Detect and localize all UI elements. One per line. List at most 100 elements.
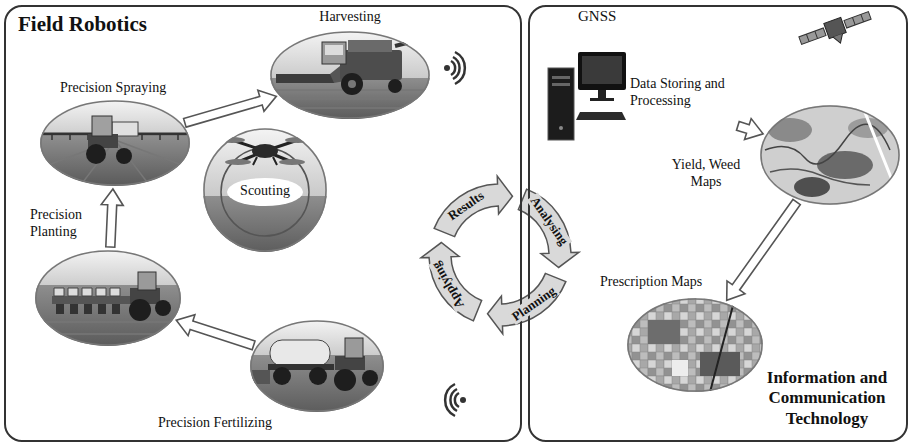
flow-arrow <box>101 189 123 247</box>
computer-icon-part <box>590 98 614 101</box>
planter-photo-part <box>56 304 120 314</box>
drone-photo-part <box>253 157 277 165</box>
map-node: Yield, Weed Maps <box>760 105 900 205</box>
computer-icon-part <box>559 126 563 130</box>
ellipse-outline <box>761 106 899 204</box>
satellite-icon-part <box>833 34 845 45</box>
photo-node: Precision Fertilizing <box>250 320 384 412</box>
fertilizer-photo-part <box>362 370 378 386</box>
flow-arrow-shape <box>737 119 764 140</box>
satellite-icon-part <box>824 17 846 38</box>
ellipse-outline <box>36 251 180 345</box>
drone-photo-part <box>252 144 278 158</box>
harvester-photo-part <box>276 74 334 83</box>
ellipse-outline <box>250 320 384 412</box>
cycle-step-label: Analysing <box>526 192 572 249</box>
cycle-step-label: Applying <box>428 257 468 312</box>
yield-map-image-part <box>760 105 900 205</box>
computer-icon-part <box>548 68 574 140</box>
ellipse-outline <box>251 321 383 411</box>
yield-map-image-part <box>862 105 900 200</box>
drone-photo-part <box>225 159 251 165</box>
computer-icon-part <box>552 76 570 79</box>
fertilizer-photo-part <box>309 367 327 385</box>
panel-heading: Field Robotics <box>18 12 147 37</box>
cycle-arrows <box>421 176 579 334</box>
computer-icon-part <box>578 52 626 90</box>
flow-arrow-shape <box>176 315 255 350</box>
fertilizer-photo-part <box>273 367 291 385</box>
wireless-symbol-part <box>444 65 450 71</box>
yield-map-image-part <box>770 169 870 185</box>
harvester-photo-part <box>270 78 430 120</box>
wireless-symbol-part <box>451 52 465 84</box>
yield-map-image-part <box>768 118 812 142</box>
photo-node: Precision Planting <box>35 250 181 346</box>
planter-photo-part <box>35 285 181 347</box>
ellipse-outline <box>627 298 763 392</box>
cycle-step-label: Results <box>443 187 488 224</box>
ellipse-outline <box>271 32 429 118</box>
harvester-photo-part <box>348 40 392 52</box>
prescription-map-image-part <box>672 360 688 376</box>
fertilizer-photo-part <box>250 355 384 415</box>
photo-caption: Precision Planting <box>30 207 102 241</box>
wireless-symbol-part <box>445 384 459 416</box>
flow-arrow-shape <box>101 189 123 247</box>
planter-photo-part <box>54 288 120 296</box>
wireless-symbol-part <box>460 397 466 403</box>
prescription-map-image-part <box>648 320 680 344</box>
planter-photo-part <box>138 272 156 290</box>
yield-map-image-part <box>817 151 873 179</box>
planter-photo-part <box>129 299 151 321</box>
prescription-map-image-part <box>627 298 763 392</box>
planter-photo-part <box>35 322 181 334</box>
panel-heading: Information and Communication Technology <box>752 368 902 429</box>
flow-arrow <box>184 90 277 127</box>
computer-icon-part <box>582 56 622 84</box>
photo-caption: Harvesting <box>270 9 430 26</box>
harvester-photo-part <box>348 80 356 88</box>
sprayer-photo-part <box>92 116 112 136</box>
photo-caption: Precision Spraying <box>60 80 166 97</box>
photo-caption: Precision Fertilizing <box>158 415 272 432</box>
cycle-arrows-part <box>434 176 512 237</box>
region-panel: Data Storing and ProcessingYield, Weed M… <box>528 5 908 442</box>
planter-photo-part <box>35 250 181 290</box>
sprayer-photo-part <box>116 148 132 164</box>
cycle-arrows-part <box>421 243 482 321</box>
computer-icon-part <box>552 83 570 86</box>
prescription-map-image <box>627 298 763 392</box>
harvester-photo-part <box>341 73 363 95</box>
drone-photo <box>203 128 327 256</box>
flow-arrow <box>727 199 801 300</box>
node-caption: Data Storing and Processing <box>630 76 730 110</box>
computer-node: Data Storing and Processing <box>545 45 735 145</box>
photo-node: Harvesting <box>270 31 430 119</box>
photo-node: Precision Spraying <box>40 100 190 186</box>
flow-arrow-shape <box>184 90 277 127</box>
fertilizer-photo-part <box>334 369 356 391</box>
ellipse-outline <box>760 105 900 205</box>
map-caption: Prescription Maps <box>600 274 702 291</box>
harvester-photo-part <box>325 45 343 55</box>
system-label: GNSS <box>578 8 616 25</box>
computer-icon <box>548 52 626 140</box>
computer-icon-part <box>598 90 606 98</box>
planter-photo-part <box>52 296 130 304</box>
flow-arrow <box>737 119 764 140</box>
harvester-photo-part <box>388 79 402 93</box>
wireless-symbol <box>445 384 466 416</box>
drone-photo-part <box>279 159 305 165</box>
harvester-photo-part <box>322 42 346 64</box>
sprayer-photo-part <box>112 122 138 136</box>
computer-icon-part <box>576 112 626 120</box>
satellite-icon-part <box>799 28 826 44</box>
ellipse-outline <box>270 31 430 119</box>
ellipse-outline <box>204 129 326 251</box>
drone-photo-part <box>232 140 298 162</box>
region-panel: HarvestingPrecision SprayingScoutingPrec… <box>4 5 522 442</box>
